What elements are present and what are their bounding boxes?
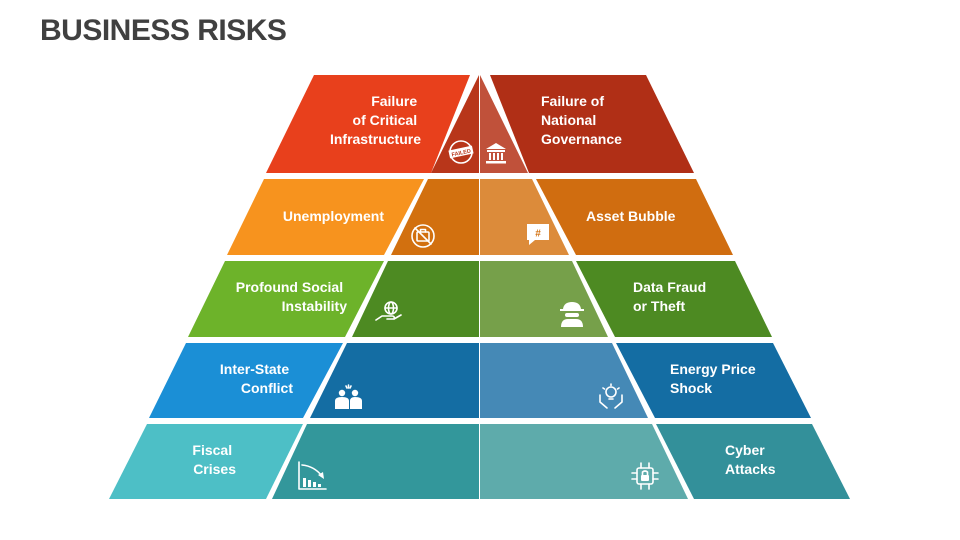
declining-chart-icon [298,461,327,490]
lightbulb-hands-icon [599,383,623,409]
hashtag-bubble-icon: # [527,224,549,245]
svg-text:FAILED: FAILED [451,148,471,158]
tier-4-center-right [480,343,648,418]
tier-1-right-segment[interactable] [490,75,694,173]
cyber-lock-icon [631,462,659,490]
label-fiscal-crises: Fiscal Crises [192,442,236,477]
label-profound-social-instability: Profound Social Instability [236,279,347,314]
tier-3-left-segment[interactable] [188,261,384,337]
tier-3-center-right [480,261,608,337]
tier-2-center-left [391,179,479,255]
tier-2: Unemployment Asset Bubble # [227,179,733,255]
page-title: BUSINESS RISKS [40,14,287,47]
tier-2-right-segment[interactable] [536,179,733,255]
label-data-fraud-theft: Data Fraud or Theft [633,279,710,314]
failed-stamp-icon: FAILED [448,140,474,164]
svg-text:#: # [535,229,541,240]
label-failure-national-governance: Failure of National Governance [541,93,622,147]
label-energy-price-shock: Energy Price Shock [670,361,760,396]
government-building-icon [486,143,506,164]
tier-1-left-segment[interactable] [266,75,470,173]
tier-1: Failure of Critical Infrastructure Failu… [266,75,694,173]
tier-3-right-segment[interactable] [576,261,772,337]
conflict-people-icon [335,384,362,409]
label-cyber-attacks: Cyber Attacks [725,442,776,477]
tier-3: Profound Social Instability Data Fraud o… [188,261,772,337]
tier-5-center-right [480,424,688,499]
tier-5-center-left [272,424,479,499]
no-jobs-briefcase-icon [411,224,435,248]
label-inter-state-conflict: Inter-State Conflict [220,361,293,396]
hacker-spy-icon [560,302,584,327]
label-failure-critical-infrastructure: Failure of Critical Infrastructure [330,93,421,147]
tier-5-left-segment[interactable] [109,424,303,499]
tier-5-right-segment[interactable] [656,424,850,499]
tier-4-right-segment[interactable] [616,343,811,418]
tier-2-left-segment[interactable] [227,179,424,255]
tier-4-left-segment[interactable] [149,343,343,418]
label-unemployment: Unemployment [283,208,384,224]
tier-3-center-left [352,261,479,337]
tier-5: Fiscal Crises Cyber Attacks [109,424,850,499]
label-asset-bubble: Asset Bubble [586,208,676,224]
globe-in-hand-icon [375,301,402,321]
tier-4: Inter-State Conflict Energy Price Shock [149,343,811,418]
